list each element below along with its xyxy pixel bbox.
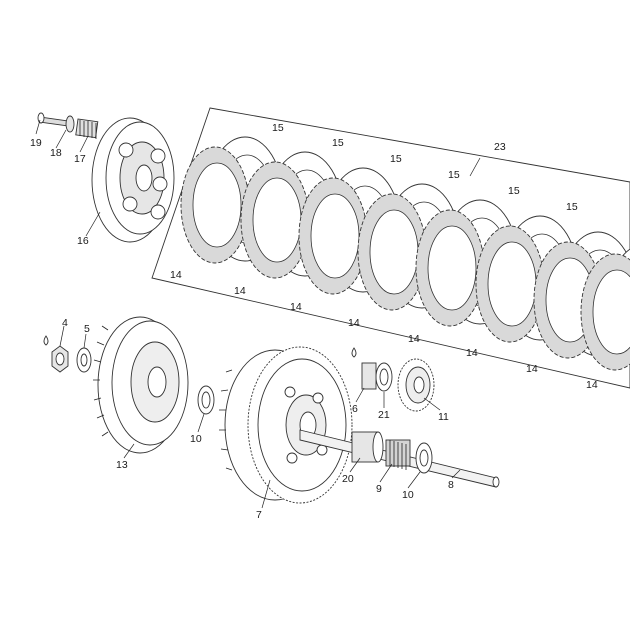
screw-washer-spring [37,112,99,139]
callout-7: 7 [256,509,262,521]
primary-gear [351,347,435,412]
callout-15: 15 [272,122,284,134]
clutch-plates-pack [180,136,630,371]
callout-14: 14 [170,269,182,281]
callout-20: 20 [342,473,354,485]
callout-19: 19 [30,137,42,149]
callout-18: 18 [50,147,62,159]
friction-plate-bore [310,193,360,279]
callout-9: 9 [376,483,382,495]
inner-clutch-hub [93,316,189,454]
callout-17: 17 [74,153,86,165]
callout-23: 23 [494,141,506,153]
callout-10: 10 [190,433,202,445]
clutch-basket [219,346,353,504]
thrust-washer-left [197,385,215,415]
callout-labels: 19 18 17 16 23 15 15 15 15 15 15 14 14 1… [30,122,598,521]
leader-lines [35,119,481,509]
callout-14: 14 [586,379,598,391]
callout-14: 14 [408,333,420,345]
friction-plate-bore [252,177,302,263]
friction-plate-bore [487,241,537,327]
callout-15: 15 [508,185,520,197]
callout-14: 14 [234,285,246,297]
callout-15: 15 [332,137,344,149]
callout-16: 16 [77,235,89,247]
callout-15: 15 [390,153,402,165]
callout-11: 11 [438,411,449,423]
nut-and-washer [43,335,92,373]
friction-plate-bore [427,225,477,311]
callout-4: 4 [62,317,68,329]
callout-21: 21 [378,409,390,421]
callout-6: 6 [352,403,358,415]
friction-plate-bore [192,162,242,248]
callout-14: 14 [290,301,302,313]
callout-8: 8 [448,479,454,491]
callout-15: 15 [448,169,460,181]
callout-14: 14 [466,347,478,359]
callout-14: 14 [526,363,538,375]
friction-plate-bore [592,269,630,355]
friction-plate-bore [369,209,419,295]
main-shaft-assembly [299,429,500,488]
callout-13: 13 [116,459,128,471]
pressure-plate [91,117,175,243]
callout-14: 14 [348,317,360,329]
callout-15: 15 [566,201,578,213]
callout-5: 5 [84,323,90,335]
callout-10: 10 [402,489,414,501]
